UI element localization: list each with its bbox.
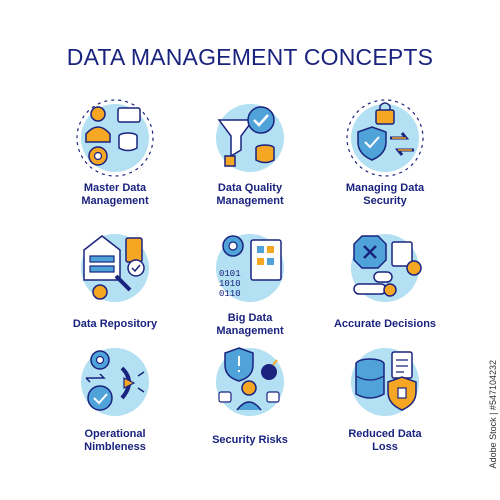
reduced-data-loss-icon [351, 348, 419, 416]
svg-text:0101: 0101 [219, 269, 241, 279]
big-data-icon: 0101 1010 0110 [216, 234, 284, 302]
page-title: DATA MANAGEMENT CONCEPTS [66, 44, 434, 70]
data-repository-icon [81, 234, 149, 302]
data-quality-icon [216, 104, 284, 172]
watermark-text: Adobe Stock | #547104232 [488, 360, 498, 469]
concept-security-risks: Security Risks [180, 342, 320, 447]
concept-label: Data Repository [72, 318, 158, 330]
accurate-decisions-icon [351, 234, 422, 302]
security-risks-icon [216, 347, 284, 416]
svg-text:1010: 1010 [219, 279, 241, 289]
data-security-icon [346, 99, 424, 177]
concept-label: Accurate Decisions [333, 318, 437, 330]
svg-text:0110: 0110 [219, 289, 241, 299]
operational-nimbleness-icon [81, 348, 149, 416]
concept-accurate-decisions: Accurate Decisions [315, 228, 455, 331]
master-data-icon [76, 99, 154, 177]
concept-label: Security Risks [212, 434, 288, 446]
concept-data-repository: Data Repository [45, 228, 185, 331]
